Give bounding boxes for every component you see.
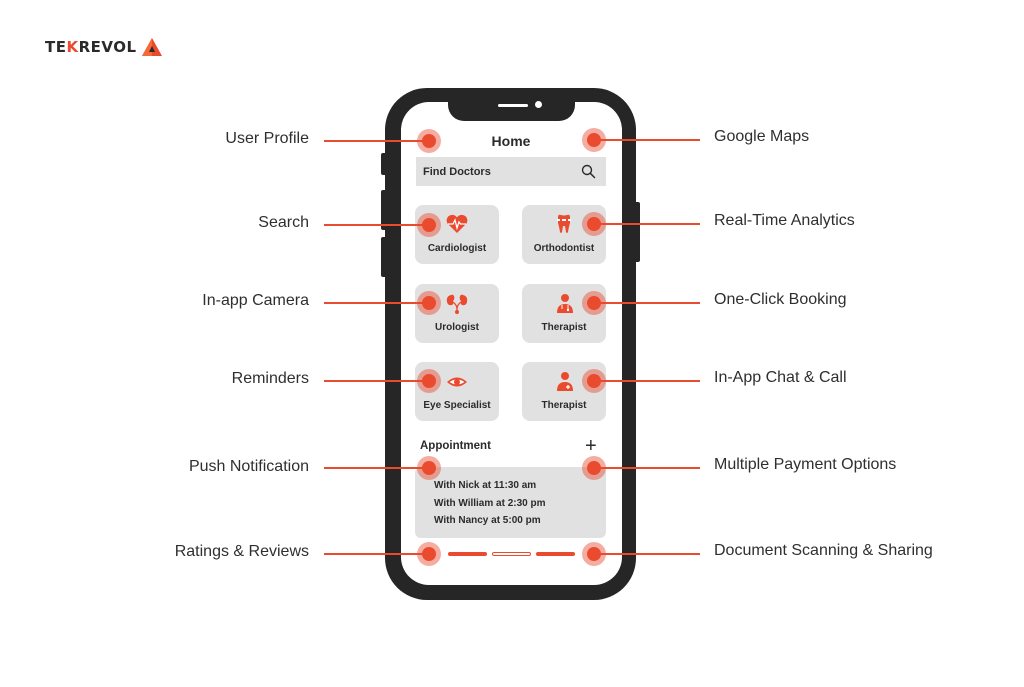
phone-volume-down <box>381 237 387 277</box>
search-placeholder: Find Doctors <box>423 165 491 178</box>
feature-label-google-maps: Google Maps <box>714 128 810 145</box>
category-label: Therapist <box>541 400 587 411</box>
phone-notch <box>448 99 575 121</box>
feature-marker-user-profile <box>417 129 441 153</box>
callout-line <box>594 467 700 469</box>
eye-icon <box>447 377 467 387</box>
feature-marker-reminders <box>417 369 441 393</box>
feature-label-real-time-analytics: Real-Time Analytics <box>714 212 855 229</box>
heart-pulse-icon <box>446 214 468 233</box>
category-card-therapist-2[interactable]: Therapist <box>522 362 606 421</box>
tekrevol-logo: TEKREVOL <box>45 36 163 58</box>
feature-marker-document-scanning <box>582 542 606 566</box>
feature-label-in-app-camera: In-app Camera <box>202 292 309 309</box>
appointment-item[interactable]: With Nancy at 5:00 pm <box>434 515 541 526</box>
logo-triangle-icon <box>141 38 162 56</box>
category-label: Therapist <box>541 322 587 333</box>
feature-label-search: Search <box>258 214 309 231</box>
tab-indicator-1[interactable] <box>448 552 487 556</box>
logo-text: TEKREVOL <box>45 38 137 56</box>
feature-marker-one-click-booking <box>582 291 606 315</box>
page-title: Home <box>491 133 531 149</box>
tab-indicator-3[interactable] <box>536 552 575 556</box>
callout-line <box>594 223 700 225</box>
callout-line <box>324 380 428 382</box>
feature-marker-real-time-analytics <box>582 212 606 236</box>
feature-marker-in-app-chat-call <box>582 369 606 393</box>
phone-power-button <box>634 202 640 262</box>
callout-line <box>594 302 700 304</box>
doctor-icon <box>557 294 573 313</box>
category-card-cardiologist[interactable]: Cardiologist <box>415 205 499 264</box>
feature-marker-google-maps <box>582 128 606 152</box>
category-card-eye-specialist[interactable]: Eye Specialist <box>415 362 499 421</box>
feature-marker-ratings-reviews <box>417 542 441 566</box>
callout-line <box>324 140 428 142</box>
callout-line <box>594 139 700 141</box>
category-label: Urologist <box>435 322 479 333</box>
category-label: Cardiologist <box>427 243 487 254</box>
category-card-orthodontist[interactable]: Orthodontist <box>522 205 606 264</box>
category-card-therapist[interactable]: Therapist <box>522 284 606 343</box>
callout-line <box>324 467 428 469</box>
appointment-item[interactable]: With William at 2:30 pm <box>434 497 546 509</box>
phone-speaker <box>498 104 528 107</box>
feature-marker-push-notification <box>417 456 441 480</box>
feature-label-reminders: Reminders <box>231 370 309 387</box>
feature-label-in-app-chat-call: In-App Chat & Call <box>714 369 847 386</box>
callout-line <box>324 302 428 304</box>
feature-label-multiple-payment: Multiple Payment Options <box>714 456 897 473</box>
appointment-title: Appointment <box>420 440 491 452</box>
appointment-item[interactable]: With Nick at 11:30 am <box>434 480 537 491</box>
feature-marker-search <box>417 213 441 237</box>
phone-camera <box>535 101 542 108</box>
tooth-braces-icon <box>557 214 571 233</box>
category-label: Eye Specialist <box>423 400 491 411</box>
feature-label-document-scanning: Document Scanning & Sharing <box>714 542 933 559</box>
search-icon[interactable] <box>581 164 596 179</box>
feature-label-push-notification: Push Notification <box>188 458 309 475</box>
phone-silent-switch <box>381 153 387 175</box>
feature-label-one-click-booking: One-Click Booking <box>714 291 847 308</box>
add-appointment-button[interactable]: + <box>585 435 597 457</box>
category-card-urologist[interactable]: Urologist <box>415 284 499 343</box>
feature-label-ratings-reviews: Ratings & Reviews <box>174 543 309 560</box>
category-label: Orthodontist <box>533 243 595 254</box>
callout-line <box>324 553 428 555</box>
phone-volume-up <box>381 190 387 230</box>
search-input[interactable]: Find Doctors <box>416 157 606 186</box>
kidney-icon <box>446 294 468 314</box>
feature-marker-in-app-camera <box>417 291 441 315</box>
callout-line <box>594 380 700 382</box>
feature-marker-multiple-payment <box>582 456 606 480</box>
doctor-plus-icon <box>557 372 573 391</box>
appointment-list: With Nick at 11:30 am With William at 2:… <box>415 467 606 538</box>
tab-indicator-2[interactable] <box>492 552 531 556</box>
callout-line <box>594 553 700 555</box>
callout-line <box>324 224 428 226</box>
feature-label-user-profile: User Profile <box>225 130 309 147</box>
